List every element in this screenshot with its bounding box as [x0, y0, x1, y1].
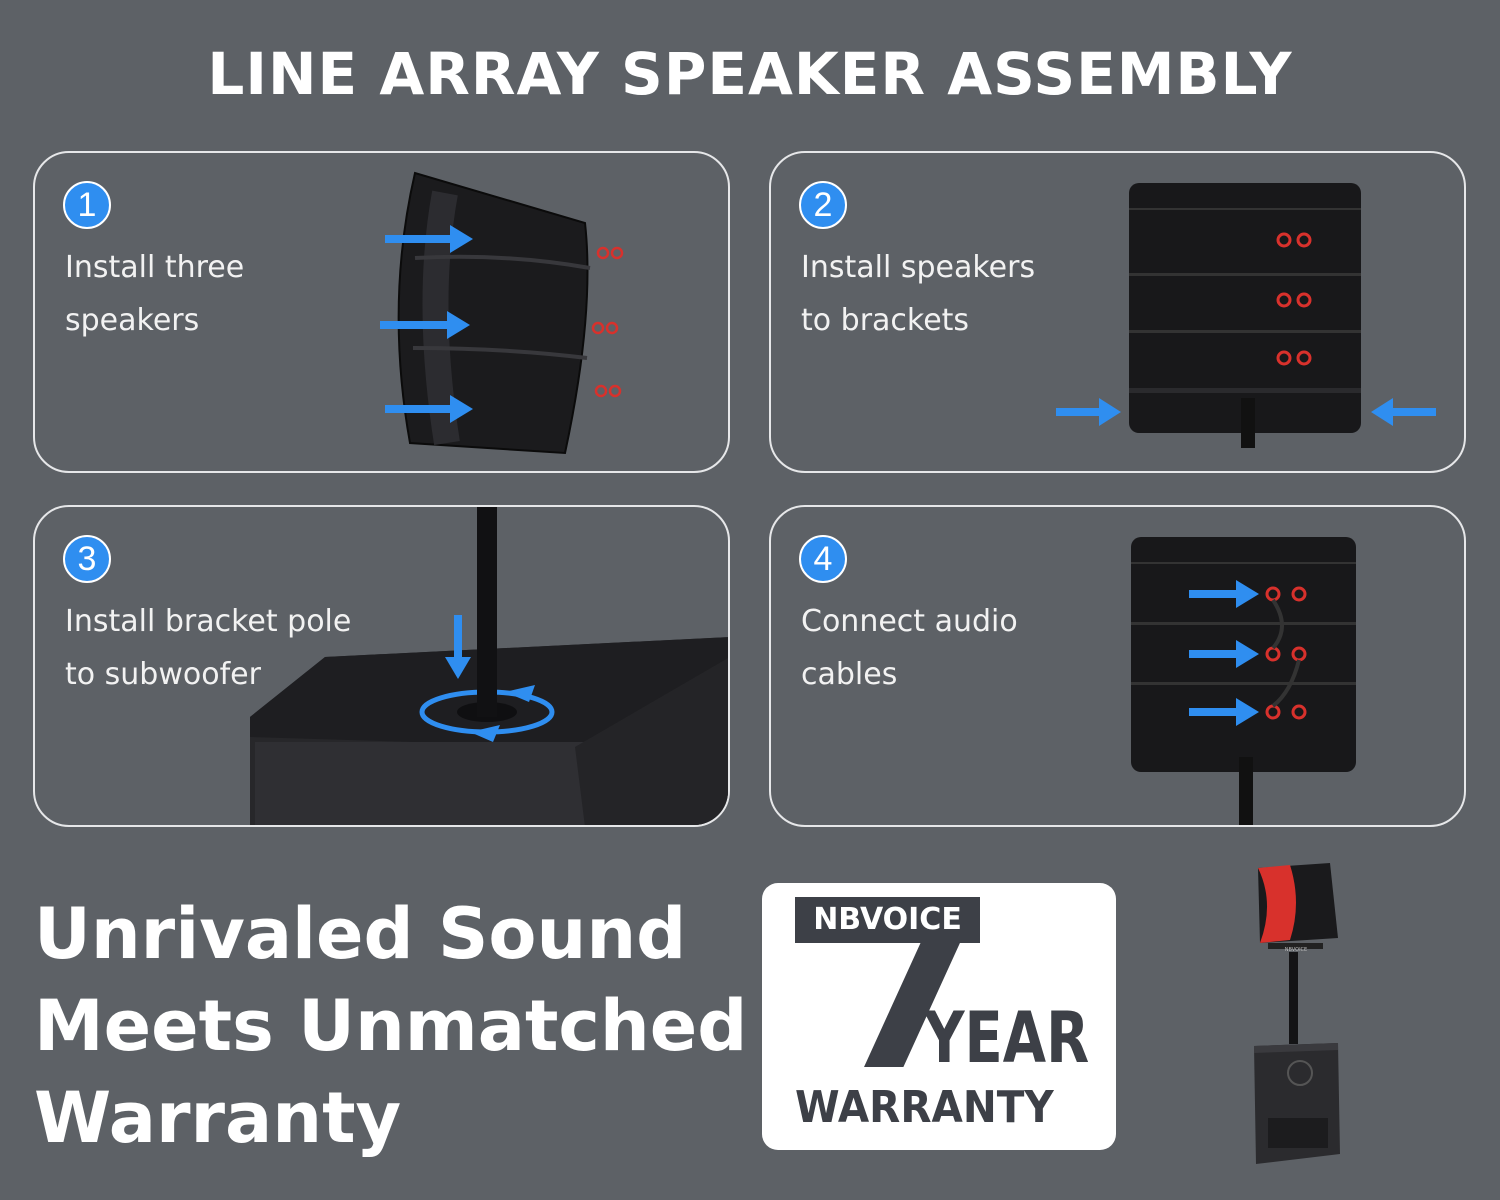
speakers-on-bracket-illustration: [1056, 183, 1436, 448]
step-number-4: 4: [799, 535, 847, 583]
step-number-2: 2: [799, 181, 847, 229]
step-2-line-2: to brackets: [801, 303, 970, 338]
step-2-line-1: Install speakers: [801, 250, 1036, 285]
slogan: Unrivaled Sound Meets Unmatched Warranty: [34, 888, 747, 1164]
warranty-year-label: YEAR: [924, 997, 1090, 1079]
product-logo-text: NBVOICE: [1285, 947, 1307, 953]
brand-label: NBVOICE: [795, 897, 980, 943]
step-3-line-2: to subwoofer: [65, 657, 261, 692]
step-card-1: 1 Install three speakers: [33, 151, 730, 473]
warranty-label: WARRANTY: [795, 1082, 1054, 1133]
step-4-line-1: Connect audio: [801, 604, 1018, 639]
audio-cables-illustration: [1131, 537, 1356, 825]
pole-on-subwoofer-illustration: [250, 507, 728, 825]
step-1-line-2: speakers: [65, 303, 200, 338]
slogan-line-2: Meets Unmatched: [34, 985, 748, 1067]
step-card-3: 3 Install bracket pole to subwoofer: [33, 505, 730, 827]
slogan-line-1: Unrivaled Sound: [34, 893, 687, 975]
step-4-line-2: cables: [801, 657, 898, 692]
step-number-3: 3: [63, 535, 111, 583]
step-3-line-1: Install bracket pole: [65, 604, 352, 639]
step-number-1: 1: [63, 181, 111, 229]
curved-speaker-array-illustration: [380, 171, 624, 455]
product-logo-icon: [1287, 1060, 1313, 1086]
step-text-2: Install speakers to brackets: [801, 241, 1121, 347]
step-text-1: Install three speakers: [65, 241, 385, 347]
page-title: LINE ARRAY SPEAKER ASSEMBLY: [207, 40, 1293, 108]
product-system-illustration: NBVOICE: [1254, 863, 1340, 1164]
step-text-3: Install bracket pole to subwoofer: [65, 595, 385, 701]
warranty-badge: 7 NBVOICE YEAR WARRANTY: [762, 883, 1116, 1150]
step-1-line-1: Install three: [65, 250, 245, 285]
slogan-line-3: Warranty: [34, 1077, 402, 1159]
step-text-4: Connect audio cables: [801, 595, 1121, 701]
step-card-2: 2 Install speakers to brackets: [769, 151, 1466, 473]
step-card-4: 4 Connect audio cables: [769, 505, 1466, 827]
